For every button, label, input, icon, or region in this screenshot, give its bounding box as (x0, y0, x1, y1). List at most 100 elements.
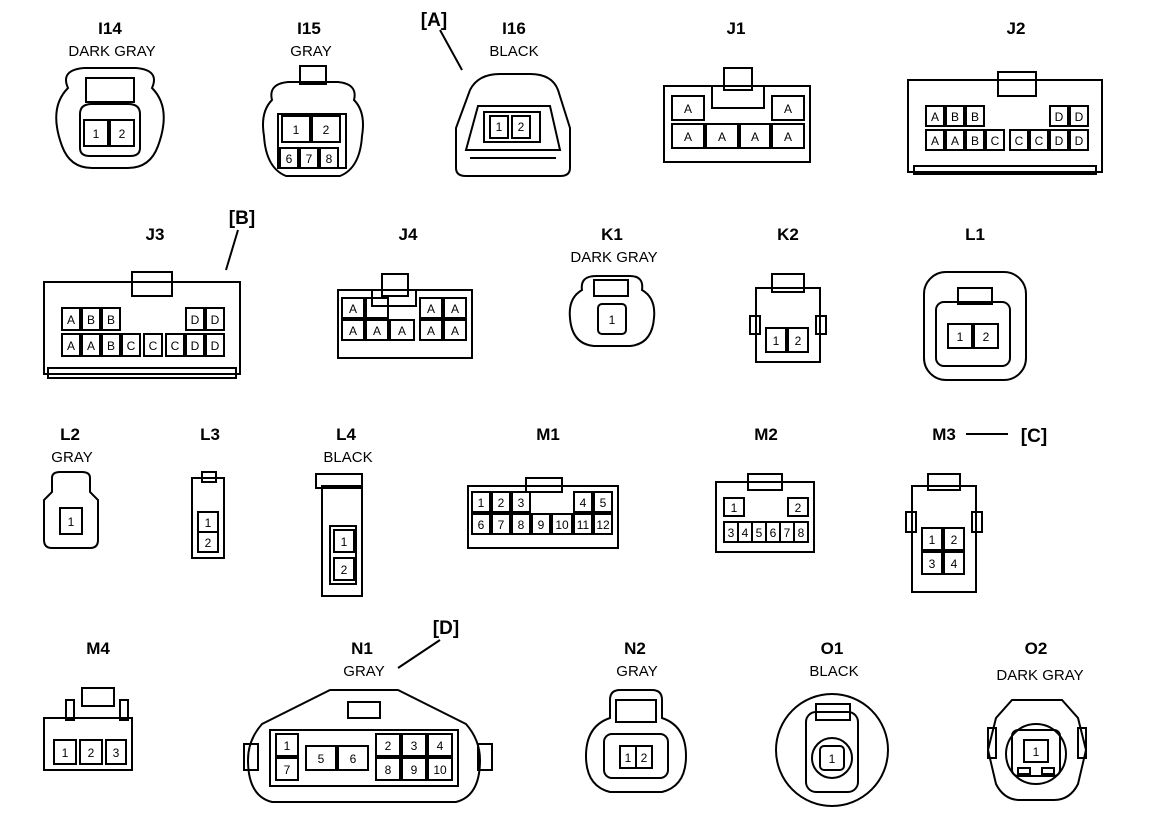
pin-label: 2 (983, 330, 990, 344)
pin-label: 2 (323, 123, 330, 137)
pin-label: 7 (784, 526, 791, 540)
pin-label: A (427, 302, 435, 316)
pin-label: 1 (341, 535, 348, 549)
connector-n1: N1 GRAY 1 7 5 6 2 3 4 8 9 10 (243, 639, 493, 803)
pin-label: 9 (538, 518, 545, 532)
callout-d: [D] (433, 618, 459, 639)
connector-id-label: N1 (351, 639, 373, 658)
pin-label: B (971, 134, 979, 148)
pin-label: D (1075, 134, 1084, 148)
connector-color-label: GRAY (343, 663, 384, 680)
connector-l2: L2 GRAY 1 (43, 425, 99, 549)
pin-label: 3 (929, 557, 936, 571)
connector-id-label: L4 (336, 425, 356, 444)
pin-label: 1 (62, 746, 69, 760)
pin-label: B (87, 313, 95, 327)
pin-label: D (211, 313, 220, 327)
connector-m2: M2 1 2 3 4 5 6 7 8 (715, 425, 815, 553)
connector-id-label: J3 (146, 225, 165, 244)
connector-id-label: J2 (1007, 19, 1026, 38)
pin-label: C (991, 134, 1000, 148)
connector-j3: J3 A B B D D A A B C C C D D (43, 225, 241, 379)
pin-label: A (684, 130, 692, 144)
callout-a-leader (439, 29, 463, 71)
callout-c: [C] (1021, 426, 1047, 447)
connector-l3: L3 1 2 (191, 425, 225, 559)
pin-label: 5 (600, 496, 607, 510)
callout-b: [B] (229, 208, 255, 229)
callout-d-leader (397, 639, 441, 669)
pin-label: A (784, 102, 792, 116)
connector-color-label: BLACK (489, 43, 538, 60)
connector-color-label: DARK GRAY (996, 667, 1083, 684)
connector-m4: M4 1 2 3 (43, 639, 133, 771)
pin-label: 1 (284, 739, 291, 753)
pin-label: 1 (929, 533, 936, 547)
pin-label: D (211, 339, 220, 353)
connector-id-label: O1 (821, 639, 844, 658)
pin-label: C (149, 339, 158, 353)
pin-label: A (427, 324, 435, 338)
connector-l4: L4 BLACK 1 2 (315, 425, 373, 597)
pin-label: 6 (770, 526, 777, 540)
pin-label: 1 (609, 313, 616, 327)
pin-label: A (931, 110, 939, 124)
connector-l1: L1 1 2 (923, 225, 1027, 381)
connector-k2: K2 1 2 (749, 225, 827, 363)
pin-label: A (784, 130, 792, 144)
pin-label: 12 (596, 518, 610, 532)
connector-k1: K1 DARK GRAY 1 (568, 225, 658, 347)
pin-label: A (451, 324, 459, 338)
pin-label: 6 (478, 518, 485, 532)
pin-label: 8 (798, 526, 805, 540)
connector-i16: I16 BLACK 1 2 (455, 19, 571, 177)
pin-label: 1 (1033, 745, 1040, 759)
pin-label: B (971, 110, 979, 124)
connector-id-label: L3 (200, 425, 220, 444)
pin-label: A (451, 302, 459, 316)
pin-label: C (171, 339, 180, 353)
pin-label: 2 (518, 120, 525, 134)
pin-label: 1 (205, 516, 212, 530)
pin-label: 8 (326, 152, 333, 166)
connector-id-label: M4 (86, 639, 110, 658)
pin-label: 8 (518, 518, 525, 532)
pin-label: A (718, 130, 726, 144)
connector-color-label: DARK GRAY (570, 249, 657, 266)
pin-label: 3 (518, 496, 525, 510)
connector-j2: J2 A B B D D A A B C C C D D (907, 19, 1103, 175)
pin-label: C (127, 339, 136, 353)
connector-id-label: I14 (98, 19, 122, 38)
pin-label: 1 (68, 515, 75, 529)
pin-label: B (107, 313, 115, 327)
callout-b-leader (225, 229, 239, 271)
pin-label: 1 (93, 127, 100, 141)
pin-label: A (87, 339, 95, 353)
pin-label: 1 (829, 752, 836, 766)
pin-label: 2 (88, 746, 95, 760)
connector-m1: M1 1 2 3 4 5 6 7 8 9 10 11 12 (467, 425, 619, 549)
connector-id-label: K2 (777, 225, 799, 244)
connector-o1: O1 BLACK 1 (775, 639, 889, 807)
pin-label: 2 (341, 563, 348, 577)
pin-label: 11 (577, 518, 590, 532)
connector-id-label: L1 (965, 225, 985, 244)
connector-o2: O2 DARK GRAY 1 (986, 639, 1088, 801)
pin-label: A (751, 130, 759, 144)
pin-label: 7 (306, 152, 313, 166)
pin-label: 5 (318, 752, 325, 766)
connector-j1: J1 A A A A A A (663, 19, 811, 163)
pin-label: D (191, 339, 200, 353)
connector-id-label: N2 (624, 639, 646, 658)
pin-label: 1 (731, 501, 738, 515)
connector-id-label: J4 (399, 225, 418, 244)
connector-color-label: BLACK (809, 663, 858, 680)
pin-label: 3 (113, 746, 120, 760)
pin-label: 2 (641, 751, 648, 765)
pin-label: A (67, 313, 75, 327)
pin-label: 1 (773, 334, 780, 348)
pin-label: 1 (293, 123, 300, 137)
connector-color-label: BLACK (323, 449, 372, 466)
connector-color-label: GRAY (616, 663, 657, 680)
pin-label: D (191, 313, 200, 327)
